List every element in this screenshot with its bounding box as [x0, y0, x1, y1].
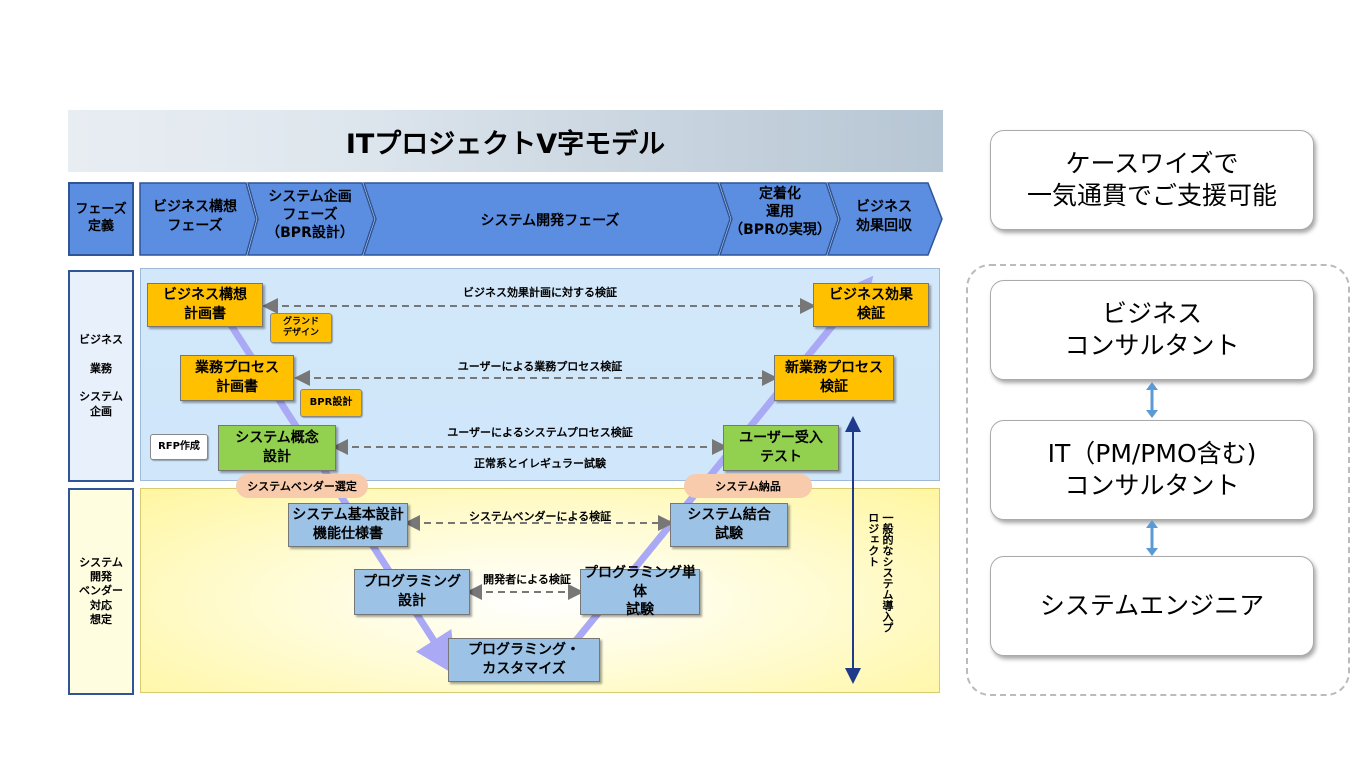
title-banner: ITプロジェクトV字モデル — [68, 110, 943, 172]
grand-design-tag: グランド デザイン — [270, 313, 332, 343]
verify-label-5: 開発者による検証 — [483, 573, 571, 586]
headline-box: ケースワイズで 一気通貫でご支援可能 — [990, 130, 1314, 230]
verify-label-1: ビジネス効果計画に対する検証 — [463, 286, 617, 299]
unit-test-box: プログラミング単体 試験 — [580, 565, 700, 618]
programming-customize-box: プログラミング・ カスタマイズ — [448, 638, 600, 682]
verify-label-4: システムベンダーによる検証 — [468, 510, 612, 523]
vendor-selection-pill: システムベンダー選定 — [236, 474, 368, 498]
phase-5-label: ビジネス 効果回収 — [856, 199, 912, 234]
double-arrow-icon — [1146, 382, 1158, 418]
phase-chevron-4 — [718, 182, 839, 256]
phase-chevron-1 — [139, 182, 257, 256]
phase-3-label: システム開発フェーズ — [480, 213, 620, 229]
phase-chevron-2 — [247, 182, 375, 256]
role-business-consultant: ビジネス コンサルタント — [990, 280, 1314, 380]
phase-chevrons — [139, 182, 943, 256]
phase-4-label: 定着化 運用 （BPRの実現） — [729, 186, 831, 238]
business-process-plan-box: 業務プロセス 計画書 — [180, 355, 294, 401]
system-concept-design-box: システム概念 設計 — [218, 425, 336, 471]
role-it-consultant: IT（PM/PMO含む) コンサルタント — [990, 420, 1314, 520]
double-arrow-icon — [1146, 520, 1158, 556]
phase-chevron-3 — [362, 182, 731, 256]
row-label-system: システム 開発 ベンダー 対応 想定 — [68, 488, 134, 695]
new-process-verify-box: 新業務プロセス 検証 — [774, 355, 894, 401]
phase-definition-label: フェーズ 定義 — [68, 182, 134, 256]
programming-design-box: プログラミング 設計 — [354, 569, 470, 615]
phase-2-label: システム企画 フェーズ （BPR設計） — [266, 189, 354, 242]
user-acceptance-test-box: ユーザー受入 テスト — [723, 425, 839, 471]
roles-dashed-frame — [966, 264, 1350, 696]
system-delivery-pill: システム納品 — [684, 474, 812, 498]
page-title: ITプロジェクトV字モデル — [345, 128, 666, 160]
role-system-engineer: システムエンジニア — [990, 556, 1314, 656]
phase-chevron-5 — [826, 182, 943, 256]
phase-1-label: ビジネス構想 フェーズ — [153, 199, 237, 234]
system-integration-test-box: システム結合 試験 — [670, 503, 788, 547]
row-label-business: ビジネス 業務 システム 企画 — [68, 270, 134, 482]
verify-label-3: ユーザーによるシステムプロセス検証 — [447, 426, 633, 439]
general-project-note: 一般的なシステム導入プロジェクト — [866, 512, 894, 633]
rfp-tag: RFP作成 — [150, 434, 208, 460]
verify-label-2: ユーザーによる業務プロセス検証 — [457, 360, 623, 373]
business-effect-verify-box: ビジネス効果 検証 — [813, 283, 929, 327]
business-concept-plan-box: ビジネス構想 計画書 — [147, 283, 263, 327]
system-basic-design-box: システム基本設計 機能仕様書 — [288, 503, 408, 547]
verify-label-3-sub: 正常系とイレギュラー試験 — [474, 457, 606, 470]
bpr-design-tag: BPR設計 — [300, 389, 362, 417]
